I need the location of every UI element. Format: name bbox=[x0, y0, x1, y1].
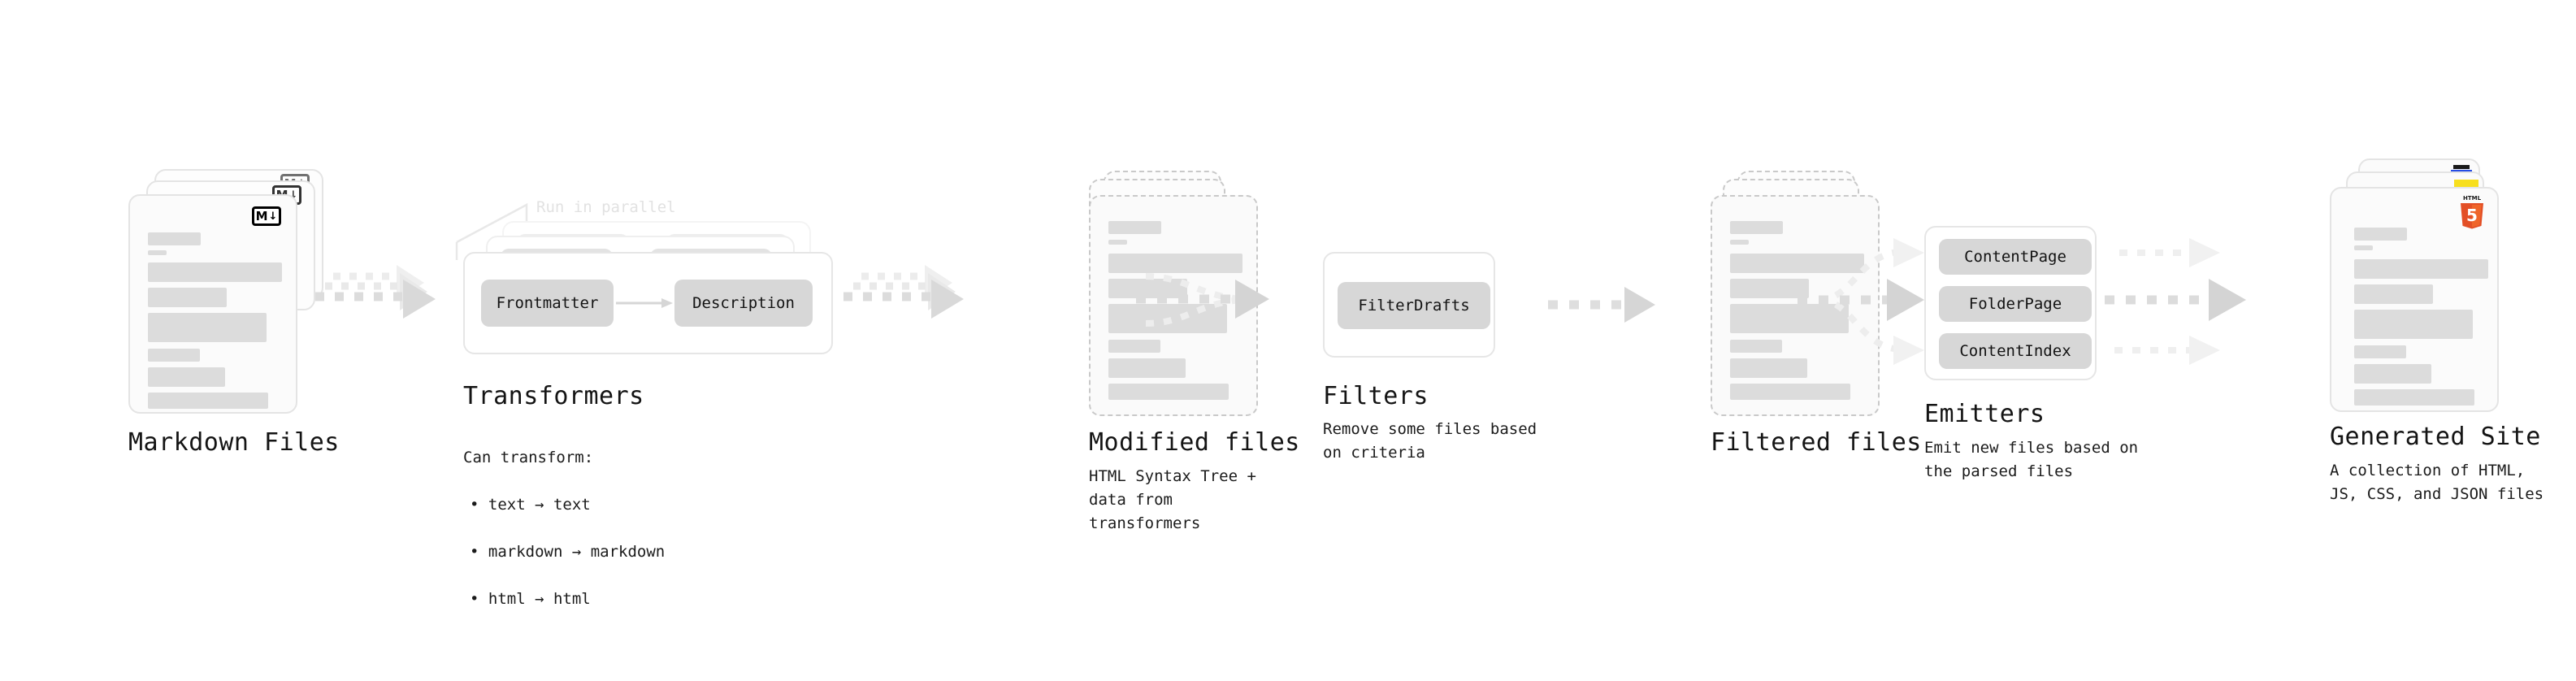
stage-desc-filters: Remove some files based on criteria bbox=[1323, 420, 1537, 462]
doc-sub-line bbox=[2354, 245, 2373, 250]
doc-body-line-4 bbox=[1730, 340, 1782, 353]
html5-badge: HTML 5 bbox=[2461, 195, 2483, 229]
doc-body-line-4 bbox=[148, 349, 200, 362]
doc-body-line-4 bbox=[2354, 345, 2406, 358]
doc-body-line-3 bbox=[1730, 304, 1849, 333]
stage-emitters: ContentPage FolderPage ContentIndex Emit… bbox=[1877, 0, 2202, 681]
doc-body-line-6 bbox=[148, 393, 268, 409]
stage-title-transformers: Transformers bbox=[463, 382, 644, 410]
transformer-chip-frontmatter[interactable]: Frontmatter bbox=[481, 280, 614, 327]
doc-body-line-4 bbox=[1108, 340, 1160, 353]
stage-modified-files: Modified files HTML Syntax Tree + data f… bbox=[935, 0, 1299, 681]
doc-body-line-1 bbox=[2354, 259, 2488, 279]
connector-filtered-files-to-emitters bbox=[1798, 238, 1924, 365]
transformer-panel-front: Frontmatter Description bbox=[463, 252, 833, 354]
filters-panel: FilterDrafts bbox=[1323, 252, 1495, 358]
stage-transformers: Run in parallel Frontmatter Description bbox=[439, 0, 861, 681]
markdown-badge-front: M↓ bbox=[252, 206, 281, 226]
doc-body-line-6 bbox=[1730, 384, 1850, 400]
stage-title-generated-site: Generated Site bbox=[2330, 423, 2541, 451]
emitters-panel: ContentPage FolderPage ContentIndex bbox=[1924, 226, 2097, 380]
doc-body-line-1 bbox=[1730, 254, 1864, 273]
modified-file-card-front bbox=[1089, 195, 1258, 416]
doc-body-line-6 bbox=[1108, 384, 1229, 400]
emitter-chip-contentindex[interactable]: ContentIndex bbox=[1939, 333, 2092, 369]
transformer-chip-description[interactable]: Description bbox=[674, 280, 813, 327]
filter-chip-filterdrafts[interactable]: FilterDrafts bbox=[1338, 282, 1490, 329]
doc-body-line-2 bbox=[1730, 279, 1809, 298]
transform-list-item-1: • markdown → markdown bbox=[470, 543, 666, 561]
stage-title-filters: Filters bbox=[1323, 382, 1429, 410]
doc-body-line-1 bbox=[1108, 254, 1242, 273]
doc-body-line-3 bbox=[148, 313, 267, 342]
stage-generated-site: HTML 5 Generated Site A collection of HT… bbox=[2194, 0, 2576, 681]
run-in-parallel-label: Run in parallel bbox=[536, 198, 676, 216]
doc-body-line-6 bbox=[2354, 389, 2474, 406]
doc-heading-line bbox=[1730, 221, 1783, 234]
stage-title-markdown-files: Markdown Files bbox=[128, 428, 340, 457]
connector-emitters-to-generated-site bbox=[2105, 238, 2246, 365]
connector-filters-to-filtered-files bbox=[1548, 287, 1655, 323]
filtered-file-card-front bbox=[1711, 195, 1880, 416]
markdown-badge-letter-front: M bbox=[255, 208, 268, 223]
markdown-file-card-front bbox=[128, 194, 297, 414]
doc-sub-line bbox=[148, 250, 167, 255]
emitter-chip-contentpage[interactable]: ContentPage bbox=[1939, 239, 2092, 275]
doc-body-line-5 bbox=[2354, 364, 2431, 384]
connector-markdown-to-transformers bbox=[315, 265, 436, 319]
transform-list-item-2: • html → html bbox=[470, 590, 591, 608]
html5-badge-label: HTML bbox=[2463, 195, 2482, 202]
doc-body-line-2 bbox=[2354, 284, 2433, 304]
stage-filters: FilterDrafts Filters Remove some files b… bbox=[1260, 0, 1585, 681]
doc-heading-line bbox=[1108, 221, 1161, 234]
markdown-badge-arrow-icon-front: ↓ bbox=[268, 210, 278, 223]
transformer-arrow-front bbox=[616, 298, 673, 308]
html5-badge-digit: 5 bbox=[2466, 206, 2478, 225]
stage-markdown-files: M↓ M↓ M↓ Markdown Files bbox=[0, 0, 341, 681]
doc-body-line-2 bbox=[148, 288, 227, 307]
doc-sub-line bbox=[1730, 240, 1749, 245]
doc-body-line-2 bbox=[1108, 279, 1187, 298]
doc-body-line-3 bbox=[2354, 310, 2473, 339]
stage-title-emitters: Emitters bbox=[1924, 400, 2045, 428]
doc-body-line-1 bbox=[148, 262, 282, 282]
connector-modified-files-to-filters bbox=[1136, 273, 1269, 327]
transform-list-header: Can transform: bbox=[463, 449, 594, 466]
stage-filtered-files: Filtered files bbox=[1568, 0, 1921, 681]
stage-desc-emitters: Emit new files based on the parsed files bbox=[1924, 439, 2139, 480]
connector-transformers-to-modified-files bbox=[843, 265, 964, 319]
stage-desc-generated-site: A collection of HTML, JS, CSS, and JSON … bbox=[2330, 462, 2544, 503]
stage-desc-modified-files: HTML Syntax Tree + data from transformer… bbox=[1089, 467, 1256, 532]
doc-body-line-5 bbox=[148, 367, 225, 387]
doc-body-line-5 bbox=[1730, 358, 1807, 378]
stage-title-filtered-files: Filtered files bbox=[1711, 428, 1922, 457]
doc-body-line-5 bbox=[1108, 358, 1186, 378]
transform-list-item-0: • text → text bbox=[470, 496, 591, 514]
doc-sub-line bbox=[1108, 240, 1127, 245]
stage-desc-transformers: Can transform: • text → text • markdown … bbox=[463, 423, 665, 635]
emitter-chip-folderpage[interactable]: FolderPage bbox=[1939, 286, 2092, 322]
doc-heading-line bbox=[2354, 228, 2407, 241]
markdown-badge-arrow-icon-mid: ↓ bbox=[288, 189, 298, 202]
stage-title-modified-files: Modified files bbox=[1089, 428, 1300, 457]
doc-heading-line bbox=[148, 232, 201, 245]
